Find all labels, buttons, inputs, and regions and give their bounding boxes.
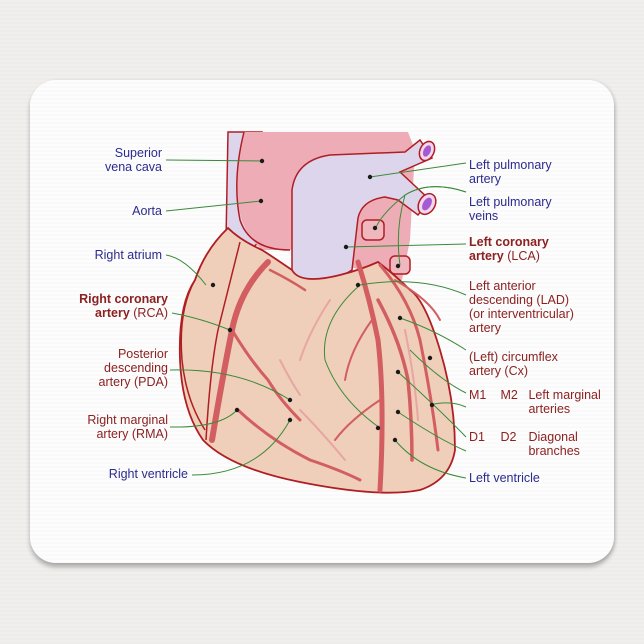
label-right-ventricle: Right ventricle (108, 467, 188, 481)
label-left-coronary-artery: Left coronary artery (LCA) (469, 235, 549, 263)
label-superior-vena-cava: Superior vena cava (105, 146, 162, 174)
circumflex-artery (378, 263, 440, 452)
label-left-pulmonary-veins: Left pulmonary veins (469, 195, 552, 223)
lad-artery (355, 259, 385, 493)
label-posterior-descending-artery: Posterior descending artery (PDA) (98, 347, 168, 389)
label-left-ventricle: Left ventricle (469, 471, 540, 485)
label-left-anterior-descending: Left anterior descending (LAD) (or inter… (469, 279, 574, 335)
label-right-coronary-artery: Right coronary artery (RCA) (79, 292, 168, 320)
label-right-marginal-artery: Right marginal artery (RMA) (87, 413, 168, 441)
label-left-pulmonary-artery: Left pulmonary artery (469, 158, 552, 186)
label-diagonal-branches: D1 D2 Diagonal branches (469, 430, 580, 458)
label-right-atrium: Right atrium (94, 248, 162, 262)
label-left-marginal-arteries: M1 M2 Left marginal arteries (469, 388, 601, 416)
label-aorta: Aorta (132, 204, 162, 218)
label-circumflex-artery: (Left) circumflex artery (Cx) (469, 350, 558, 378)
